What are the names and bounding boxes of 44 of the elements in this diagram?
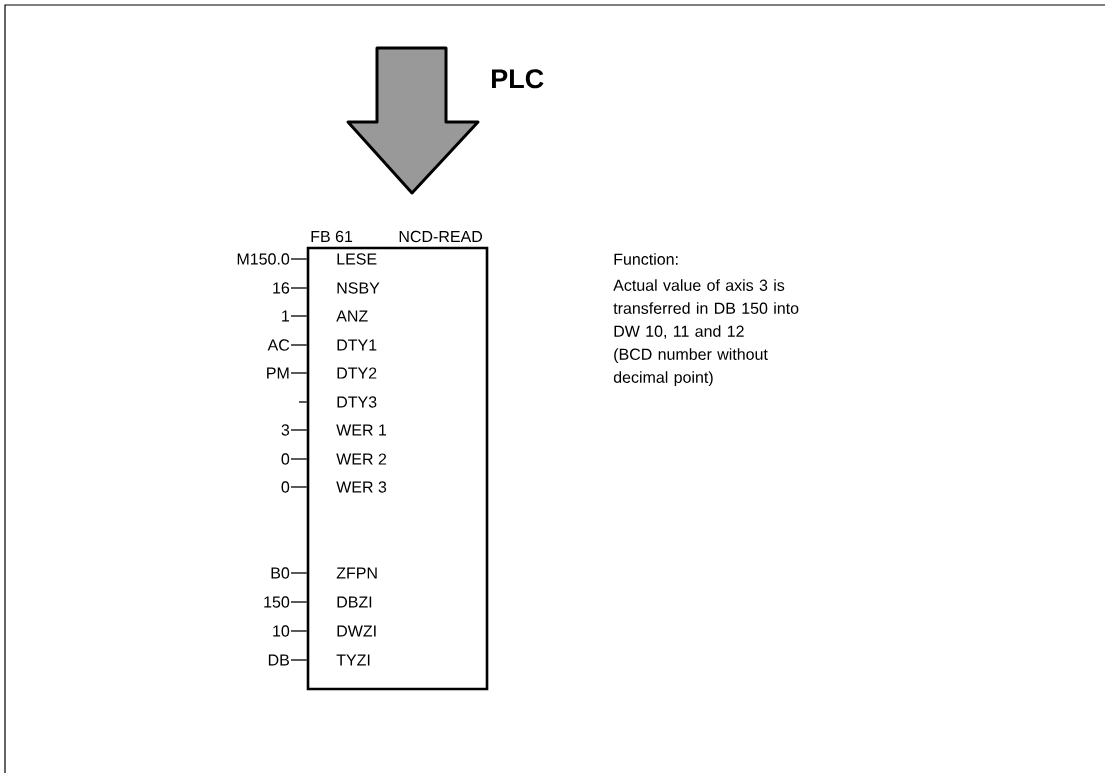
parameter-value: 10 <box>273 625 290 637</box>
parameter-value: 16 <box>273 282 290 294</box>
pin-name: LESE <box>337 253 377 265</box>
input-line <box>290 486 308 488</box>
description-heading: Function: <box>614 253 678 265</box>
pin-name: WER 3 <box>336 481 387 493</box>
input-line <box>290 315 308 317</box>
parameter-value: 3 <box>281 424 290 436</box>
pin-name: DTY2 <box>337 367 377 379</box>
parameter-value: M150.0 <box>237 253 290 265</box>
input-line <box>290 344 308 346</box>
input-line <box>298 401 308 403</box>
input-line <box>290 429 308 431</box>
input-line <box>290 659 308 661</box>
description-text: (BCD number without decimal point) <box>613 348 768 387</box>
input-line <box>290 287 308 289</box>
parameter-value: PM <box>267 367 289 379</box>
input-line <box>290 458 308 460</box>
pin-name: WER 1 <box>336 424 387 436</box>
parameter-value: DB <box>268 654 289 666</box>
pin-name: DTY1 <box>337 339 377 351</box>
parameter-value: AC <box>267 339 290 351</box>
pin-name: ZFPN <box>336 567 377 579</box>
input-line <box>290 258 308 260</box>
pin-name: DWZI <box>337 625 376 637</box>
input-line <box>290 572 308 574</box>
input-line <box>290 601 308 603</box>
pin-name: DTY3 <box>337 396 377 408</box>
parameter-value: 1 <box>282 310 289 322</box>
pin-name: TYZI <box>336 654 370 666</box>
pin-name: WER 2 <box>336 453 387 465</box>
parameter-value: 150 <box>264 596 290 608</box>
description-text: Actual value of axis 3 is transferred in DB 150 into DW 10, 11 and 12 <box>613 279 799 339</box>
parameter-value: B0 <box>271 567 290 579</box>
pin-name: DBZI <box>337 596 372 608</box>
pin-name: NSBY <box>337 282 380 294</box>
pin-name: ANZ <box>336 310 368 322</box>
arrow-label: PLC <box>492 69 544 89</box>
parameter-value: 0 <box>281 453 290 465</box>
input-line <box>290 630 308 632</box>
block-name: NCD-READ <box>399 230 483 243</box>
parameter-value: 0 <box>281 481 290 493</box>
block-number: FB 61 <box>311 230 353 243</box>
input-line <box>290 372 308 374</box>
